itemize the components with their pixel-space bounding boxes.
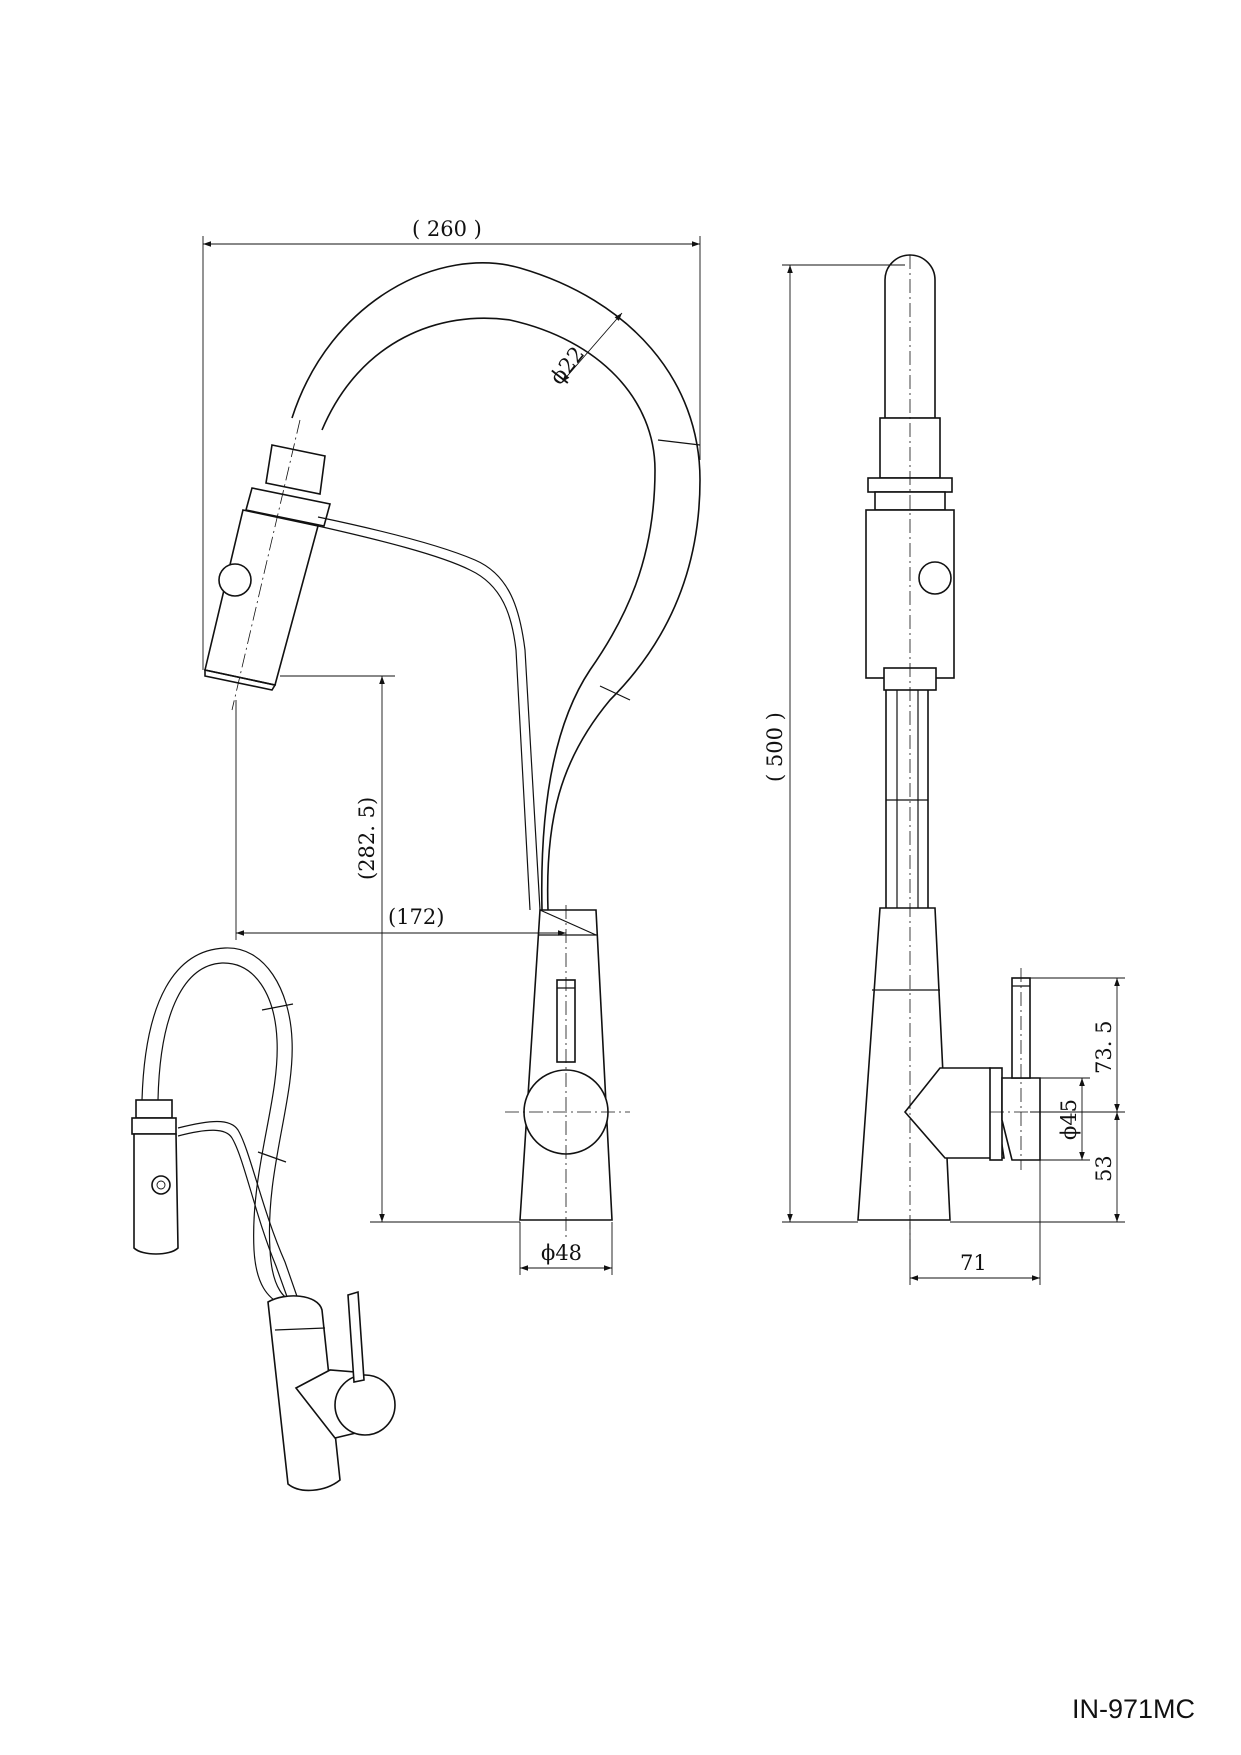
overall-height-label: ( 500 ) <box>763 712 787 782</box>
side-dimensions <box>782 264 1125 1285</box>
front-dimensions <box>202 236 701 1275</box>
model-code: IN-971MC <box>1072 1694 1195 1724</box>
handle-projection-label: 71 <box>960 1251 987 1275</box>
overall-width-label: ( 260 ) <box>412 217 482 241</box>
reach-label: (172) <box>388 905 444 929</box>
base-diameter-label: ϕ48 <box>541 1241 582 1265</box>
handle-diameter-label: ϕ45 <box>1057 1099 1081 1140</box>
handle-height-label: 53 <box>1092 1155 1116 1182</box>
lever-height-label: 73. 5 <box>1092 1021 1116 1074</box>
front-view <box>204 262 701 1240</box>
side-view <box>857 254 1100 1250</box>
perspective-view <box>131 947 396 1492</box>
spray-height-label: (282. 5) <box>355 797 379 880</box>
